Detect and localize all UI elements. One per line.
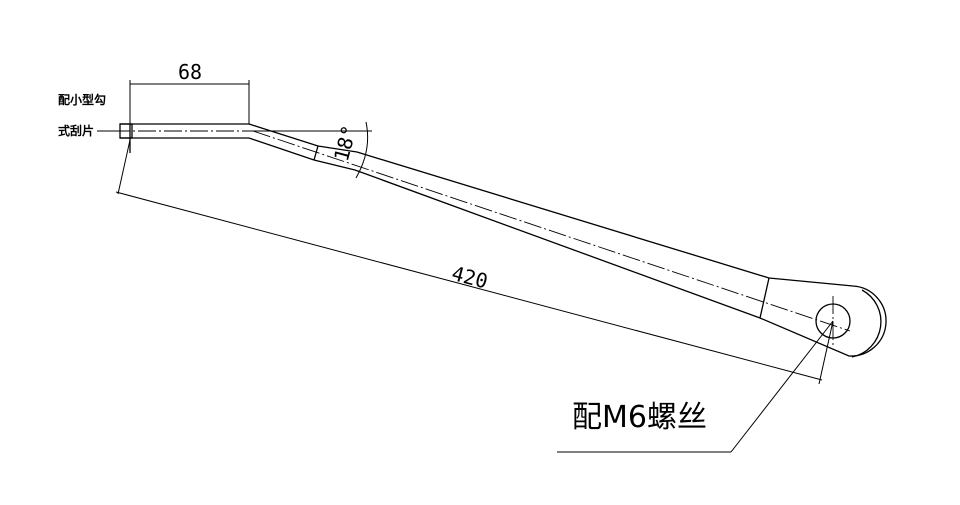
bend-top-edge xyxy=(248,123,319,147)
sleeve-top-edge xyxy=(317,145,358,153)
eye-end xyxy=(759,277,887,358)
bend-bottom-edge xyxy=(248,137,315,161)
rod-top-edge xyxy=(356,151,770,279)
bend-section xyxy=(248,123,358,171)
dimension-label-68: 68 xyxy=(178,60,202,84)
sleeve-start-line xyxy=(313,145,319,161)
dimension-label-420: 420 xyxy=(449,261,490,294)
sleeve-bottom-edge xyxy=(313,159,356,171)
blade-attachment-section xyxy=(119,123,249,153)
centerline-angled xyxy=(252,130,851,332)
extension-line-start xyxy=(117,139,131,195)
eye-boundary-line xyxy=(759,277,770,319)
rod-bottom-edge xyxy=(354,169,761,319)
eye-outer-rim xyxy=(851,289,882,358)
hook-note-line1: 配小型勾 xyxy=(58,92,106,107)
bolt-note-leader xyxy=(557,320,834,453)
angle-arc xyxy=(355,121,369,179)
eye-outline xyxy=(759,277,887,357)
dimension-overall-length xyxy=(115,139,834,385)
dimension-label-angle: 18° xyxy=(329,123,362,164)
dimension-line-420 xyxy=(115,191,823,381)
hook-note-line2: 式刮片 xyxy=(58,123,94,138)
dimension-hook-length xyxy=(129,80,250,124)
bolt-note: 配M6螺丝 xyxy=(572,400,707,435)
center-lines xyxy=(112,130,851,346)
extension-line-end xyxy=(818,320,834,385)
main-rod xyxy=(354,151,770,319)
dimension-angle xyxy=(249,121,372,179)
leader-line-bolt-diagonal xyxy=(730,320,834,453)
